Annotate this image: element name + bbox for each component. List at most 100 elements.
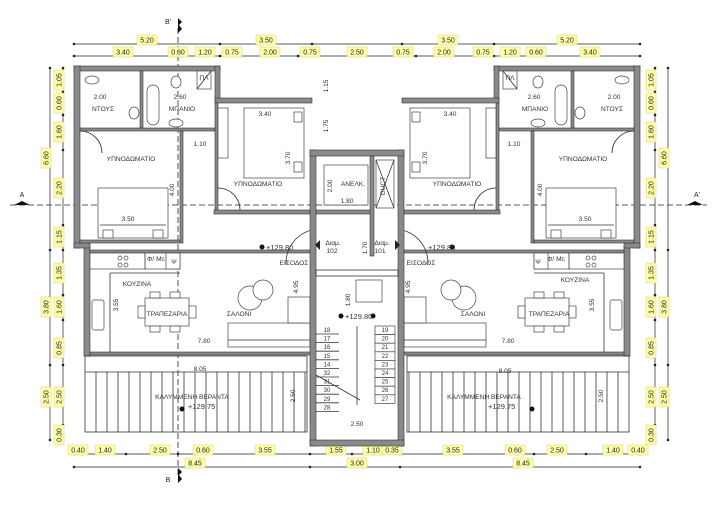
dimension-box (53, 69, 65, 91)
dimension-label: 3.55 (258, 448, 272, 455)
dimension-box (53, 121, 65, 143)
dim-label: 1.10 (194, 141, 207, 148)
dimension-label: 2.00 (263, 50, 277, 57)
dim-label: 2.00 (94, 94, 107, 101)
wc-label: ΠΛ (199, 75, 209, 82)
room-label-bedroom: ΥΠΝΟΔΩΜΑΤΙΟ (433, 181, 482, 188)
dimension-box (346, 46, 368, 58)
dim-label: 3.55 (589, 298, 596, 311)
dim-label: 2.50 (290, 389, 297, 402)
dimension-label: 0.30 (57, 428, 64, 442)
dimension-label: 0.85 (649, 341, 656, 355)
dimension-label: 8.45 (516, 461, 530, 468)
dimension-label: 0.60 (529, 50, 543, 57)
room-label-dining: ΤΡΑΠΕΖΑΡΙΑ (147, 311, 188, 318)
dimension-box (259, 46, 281, 58)
dimension-box (53, 262, 65, 284)
dimension-label: 3.40 (116, 50, 130, 57)
dimension-label: 2.50 (662, 390, 669, 404)
dim-label: 2.50 (598, 389, 605, 402)
dimension-label: 0.60 (649, 96, 656, 110)
elevator-label: ΑΝΕΛΚ. (341, 181, 365, 188)
dimension-box (167, 46, 189, 58)
apartment-label-102: Διαμ. (325, 240, 340, 247)
dimension-box (67, 444, 89, 456)
freezer-label: Ψ (171, 259, 177, 266)
room-label-shower: ΝΤΟΥΣ (92, 106, 114, 113)
dimension-box (645, 296, 657, 318)
dimension-label: 2.50 (44, 390, 51, 404)
stair-step-number: 19 (382, 328, 389, 334)
dimension-box (645, 121, 657, 143)
stair-step-number: 15 (324, 354, 331, 360)
room-label-veranda: ΚΑΛΥΜΜΕΝΗ ΒΕΡΑΝΤΑ (447, 394, 521, 401)
dimension-box (645, 69, 657, 91)
dimension-label: 1.20 (198, 50, 212, 57)
dimension-label: 1.55 (329, 448, 343, 455)
level-label: +129.80 (428, 243, 455, 252)
dimension-box (472, 46, 494, 58)
stair-step-number: 31 (324, 380, 331, 386)
room-label-entrance: ΕΙΣΟΔΟΣ (280, 260, 309, 267)
dimension-label: 0.30 (649, 428, 656, 442)
dimension-label: 2.50 (350, 50, 364, 57)
dimension-label: 1.60 (57, 125, 64, 139)
dimension-box (627, 444, 649, 456)
dimension-label: 0.60 (196, 448, 210, 455)
room-label-living: ΣΑΛΟΝΙ (461, 311, 486, 318)
apartment-number-102: 102 (326, 248, 337, 255)
dimension-box (658, 386, 670, 408)
dim-label: 2.00 (327, 179, 334, 192)
dimension-label: 1.35 (649, 266, 656, 280)
stair-step-number: 25 (382, 380, 389, 386)
dimension-label: 1.40 (98, 448, 112, 455)
dimension-box (255, 34, 277, 46)
stair-lift (355, 279, 383, 303)
dim-label: 1.80 (341, 198, 354, 205)
apartment-number-101: 101 (374, 248, 385, 255)
dimension-box (645, 424, 657, 446)
dimension-box (53, 177, 65, 199)
dim-label: 4.00 (169, 183, 176, 196)
dimension-label: 3.50 (259, 38, 273, 45)
dimension-box (392, 46, 414, 58)
room-label-living: ΣΑΛΟΝΙ (227, 311, 252, 318)
dimension-box (194, 46, 216, 58)
dimension-box (579, 46, 601, 58)
dimension-label: 2.50 (550, 448, 564, 455)
dimension-label: 5.20 (140, 38, 154, 45)
dimension-label: 2.20 (57, 181, 64, 195)
freezer-label: Ψ (535, 259, 541, 266)
wc-label: ΠΛ (505, 75, 515, 82)
dimension-label: 1.60 (649, 300, 656, 314)
dim-label: 3.40 (259, 111, 272, 118)
left-unit-plan (73, 65, 344, 433)
section-arrow-icon (178, 18, 182, 33)
right-unit-labels: 2.00 ΝΤΟΥΣ 2.60 ΜΠΑΝΙΟ ΠΛ ΥΠΝΟΔΩΜΑΤΙΟ 3.… (405, 75, 623, 411)
dimension-box (499, 46, 521, 58)
dim-label: 1.80 (345, 293, 352, 306)
apartment-label-101: Διαμ. (374, 240, 389, 247)
dimension-box (442, 444, 464, 456)
dimension-box (602, 444, 624, 456)
room-label-bedroom: ΥΠΝΟΔΩΜΑΤΙΟ (234, 181, 283, 188)
dimension-box (437, 34, 459, 46)
dimension-box (645, 177, 657, 199)
dim-label: 3.50 (122, 216, 135, 223)
arrow-right-icon (395, 240, 400, 250)
dimension-box (149, 444, 171, 456)
dimension-box (504, 444, 526, 456)
dim-label: 3.50 (579, 216, 592, 223)
dim-label: 4.95 (405, 280, 412, 293)
dimension-label: 0.40 (71, 448, 85, 455)
dimension-box (53, 226, 65, 248)
dimension-box (40, 147, 52, 169)
stair-step-number: 16 (324, 345, 331, 351)
dimension-box (53, 337, 65, 359)
dimension-label: 3.80 (662, 300, 669, 314)
dimension-box (346, 457, 368, 469)
dimension-box (645, 386, 657, 408)
